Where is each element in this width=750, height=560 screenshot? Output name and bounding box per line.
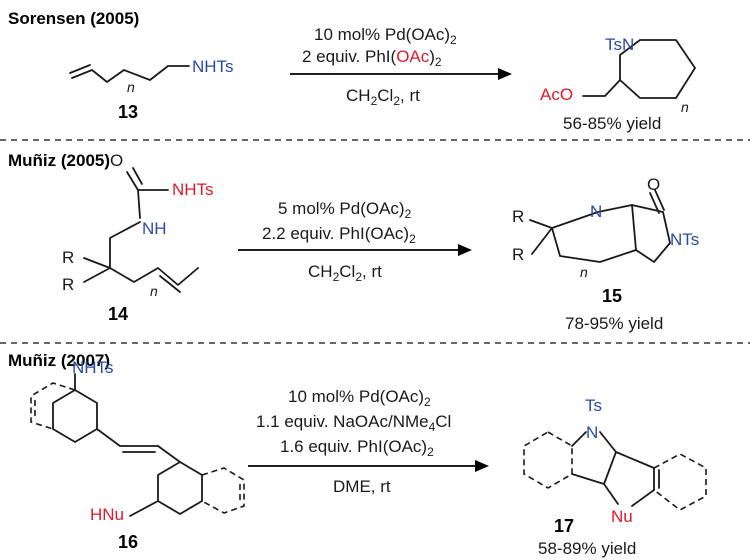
substrate-13-structure: [69, 64, 190, 83]
compound-16-label: 16: [118, 532, 138, 552]
product-15-n: N: [590, 202, 602, 221]
compound-13-label: 13: [118, 102, 138, 122]
substrate-16-structure: [30, 373, 245, 517]
substrate-14-nh: NH: [142, 219, 167, 238]
row1-cond2: 2 equiv. PhI(OAc)2: [302, 47, 442, 69]
product-15-n-sub: n: [580, 264, 588, 280]
product-17-nu: Nu: [611, 507, 633, 526]
reaction-arrow-1-head: [498, 68, 512, 80]
product-n-label: n: [681, 99, 689, 115]
row2-header: Muñiz (2005): [8, 151, 110, 170]
substrate-16-nhts: NHTs: [72, 358, 114, 377]
product-17-structure: [523, 431, 707, 511]
product-15-r1: R: [512, 207, 524, 226]
product-15-o: O: [647, 175, 660, 194]
row2-yield: 78-95% yield: [565, 314, 663, 333]
substrate-14-r1: R: [62, 248, 74, 267]
substrate-14-n: n: [150, 283, 158, 299]
row3-cond3: 1.6 equiv. PhI(OAc)2: [280, 437, 434, 459]
compound-15-label: 15: [602, 286, 622, 306]
compound-14-label: 14: [108, 304, 128, 324]
product-15-r2: R: [512, 245, 524, 264]
product-17-n: N: [586, 423, 598, 442]
substrate-13-n: n: [127, 79, 135, 95]
product-17-ts: Ts: [585, 396, 602, 415]
substrate-14-r2: R: [62, 275, 74, 294]
substrate-16-hnu: HNu: [90, 505, 124, 524]
reaction-arrow-3-head: [475, 460, 489, 472]
row1-header: Sorensen (2005): [8, 9, 139, 28]
product-15-nts: NTs: [670, 230, 699, 249]
product-15-structure: [529, 189, 671, 263]
row2-cond2: 2.2 equiv. PhI(OAc)2: [262, 224, 416, 246]
substrate-13-nhts: NHTs: [192, 57, 234, 76]
row3-header: Muñiz (2007): [8, 351, 110, 370]
compound-17-label: 17: [554, 516, 574, 536]
row1-yield: 56-85% yield: [563, 114, 661, 133]
row1-cond3: CH2Cl2, rt: [346, 86, 420, 108]
row3-yield: 58-89% yield: [538, 539, 636, 558]
product-pyrrolidine-structure: [582, 39, 696, 99]
row2-cond3: CH2Cl2, rt: [308, 262, 382, 284]
row3-cond2: 1.1 equiv. NaOAc/NMe4Cl: [256, 412, 451, 434]
row2-cond1: 5 mol% Pd(OAc)2: [278, 199, 412, 221]
reaction-arrow-2-head: [458, 244, 472, 256]
substrate-14-nhts: NHTs: [172, 180, 214, 199]
row1-cond1: 10 mol% Pd(OAc)2: [314, 25, 457, 47]
row3-cond4: DME, rt: [333, 477, 391, 496]
product-tsn-label: TsN: [605, 35, 634, 54]
substrate-14-structure: [83, 167, 199, 293]
product-aco-label: AcO: [540, 85, 573, 104]
row3-cond1: 10 mol% Pd(OAc)2: [288, 387, 431, 409]
substrate-14-o: O: [110, 151, 123, 170]
